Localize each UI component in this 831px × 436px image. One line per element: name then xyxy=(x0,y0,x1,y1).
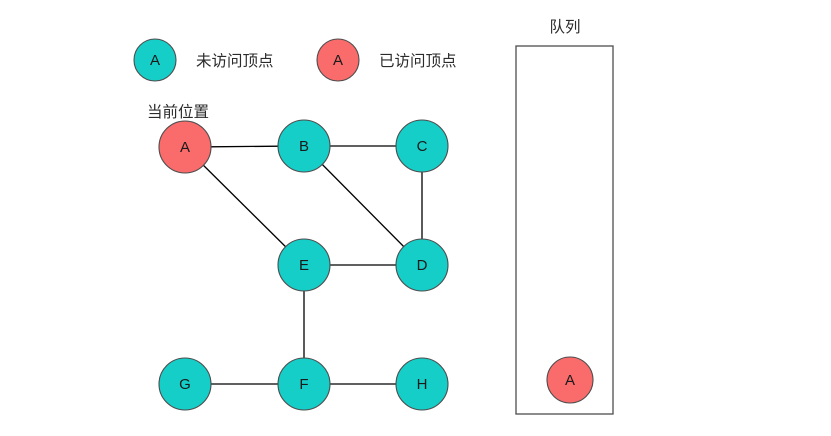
node-circle-e xyxy=(277,238,331,292)
queue-container xyxy=(515,45,614,415)
graph-nodes-layer: A B C D E F G H xyxy=(158,119,449,411)
legend-swatch-label-visited: A xyxy=(333,52,343,69)
queue-items-layer: A xyxy=(546,356,594,404)
queue-item-a[interactable]: A xyxy=(546,356,594,404)
legend-swatch-visited xyxy=(316,38,360,82)
legend-swatch-label-unvisited: A xyxy=(150,52,160,69)
node-label-b: B xyxy=(299,138,309,155)
node-circle-h xyxy=(395,357,449,411)
graph-edge-b-d xyxy=(321,163,405,248)
node-circle-a xyxy=(158,120,212,174)
graph-node-a[interactable]: A xyxy=(158,120,212,174)
node-label-e: E xyxy=(299,257,309,274)
legend-text-visited: 已访问顶点 xyxy=(379,52,457,70)
graph-node-c[interactable]: C xyxy=(395,119,449,173)
node-circle-g xyxy=(158,357,212,411)
graph-edges-layer xyxy=(202,145,423,385)
graph-edge-a-b xyxy=(209,145,280,148)
queue-item-label-a: A xyxy=(565,372,575,389)
legend-swatch-unvisited xyxy=(133,38,177,82)
graph-node-h[interactable]: H xyxy=(395,357,449,411)
graph-node-b[interactable]: B xyxy=(277,119,331,173)
graph-node-d[interactable]: D xyxy=(395,238,449,292)
node-label-c: C xyxy=(417,138,428,155)
legend-item-unvisited: A 未访问顶点 xyxy=(133,38,274,82)
node-circle-c xyxy=(395,119,449,173)
legend-text-unvisited: 未访问顶点 xyxy=(196,52,274,70)
queue-panel: 队列 A xyxy=(515,18,614,415)
node-circle-f xyxy=(277,357,331,411)
current-position-caption: 当前位置 xyxy=(147,103,209,121)
node-label-h: H xyxy=(417,376,428,393)
node-label-d: D xyxy=(417,257,428,274)
node-label-a: A xyxy=(180,139,190,156)
graph-edge-a-e xyxy=(202,164,287,248)
legend: A 未访问顶点 A 已访问顶点 xyxy=(133,38,457,82)
graph-node-e[interactable]: E xyxy=(277,238,331,292)
graph-node-g[interactable]: G xyxy=(158,357,212,411)
legend-item-visited: A 已访问顶点 xyxy=(316,38,457,82)
node-circle-b xyxy=(277,119,331,173)
node-label-g: G xyxy=(179,376,191,393)
current-position-label: 当前位置 xyxy=(147,103,209,121)
node-circle-d xyxy=(395,238,449,292)
queue-item-circle-a xyxy=(546,356,594,404)
node-label-f: F xyxy=(299,376,308,393)
graph-node-f[interactable]: F xyxy=(277,357,331,411)
queue-title: 队列 xyxy=(549,18,580,36)
